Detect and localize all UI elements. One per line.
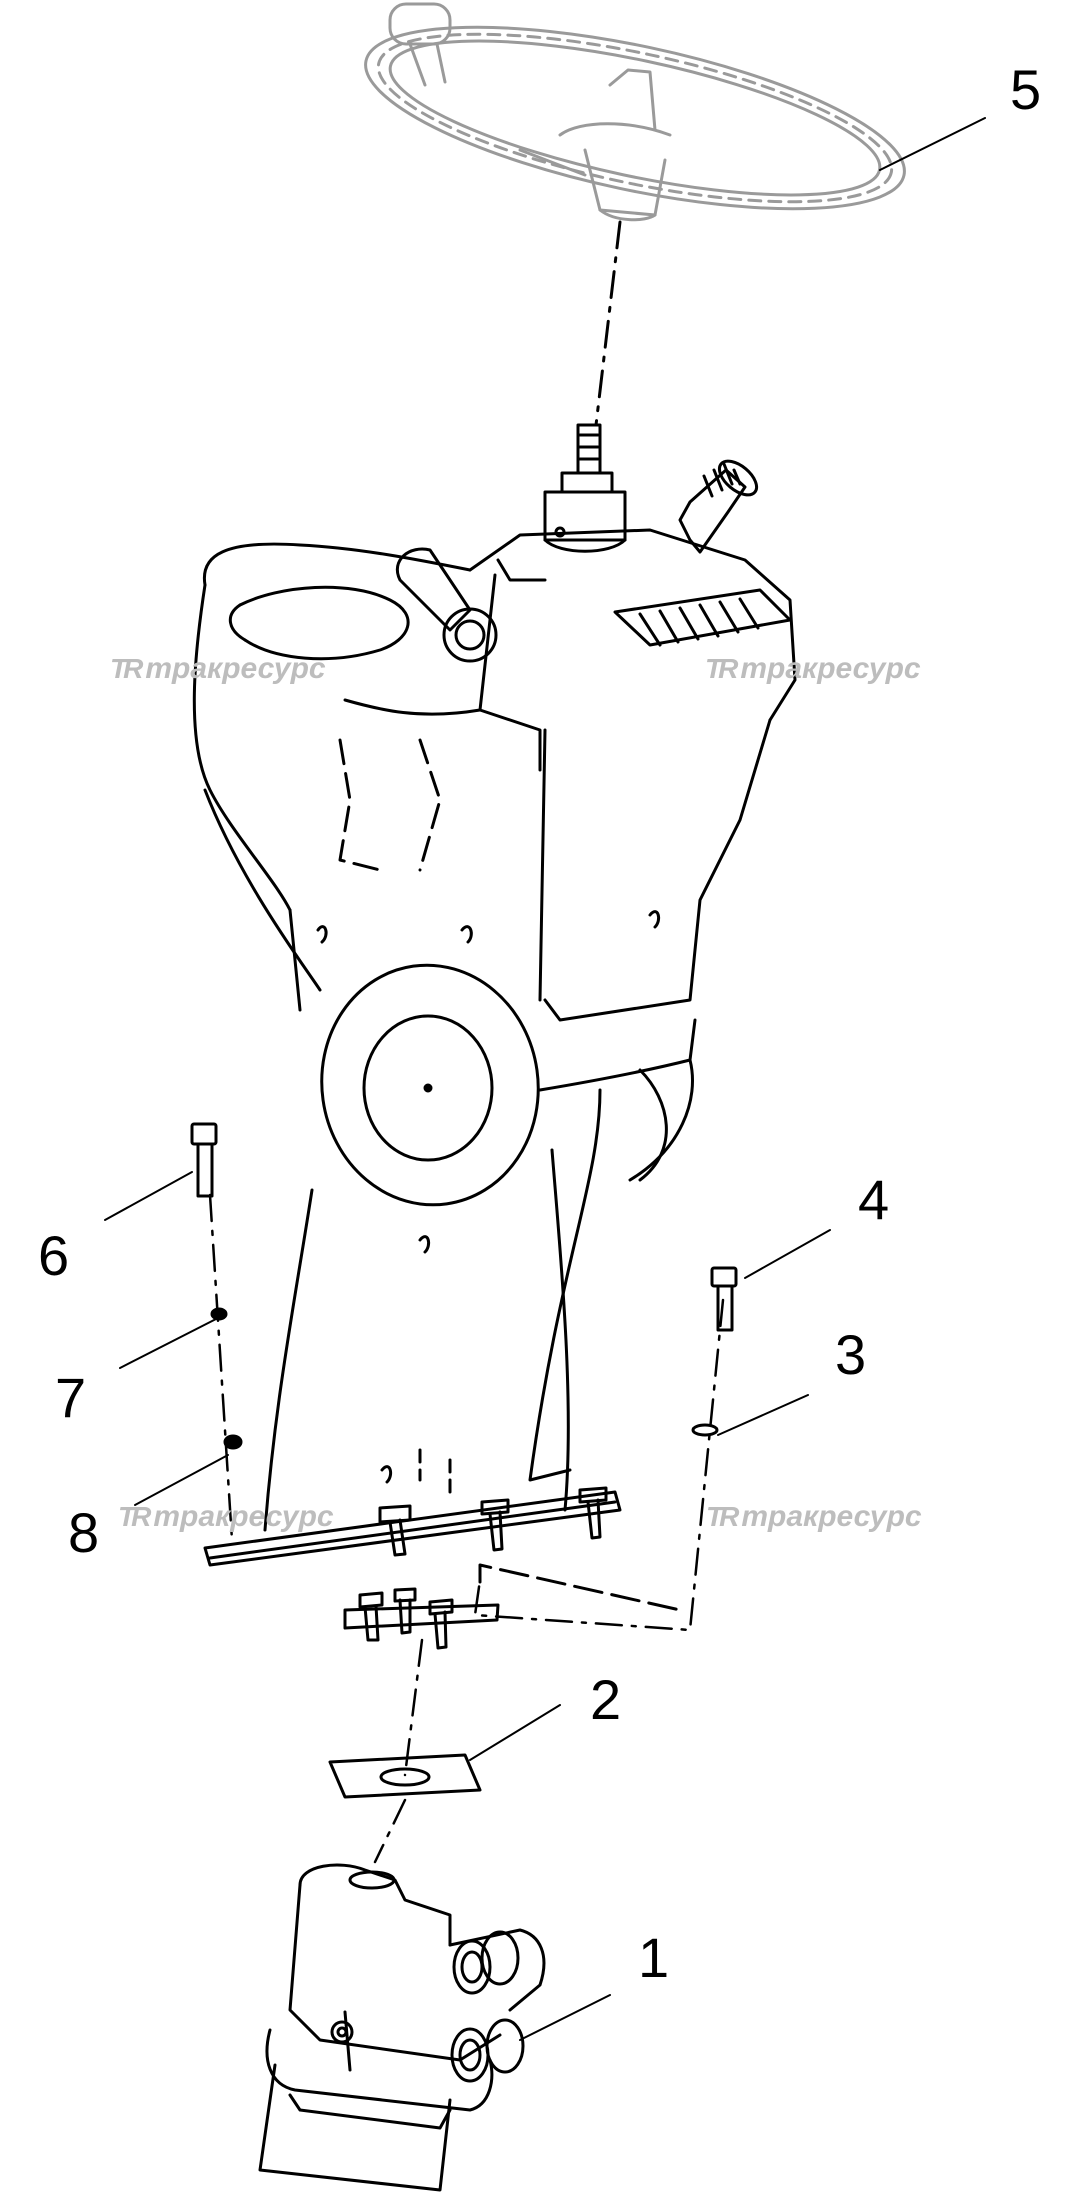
washer-8	[223, 1434, 243, 1450]
washer-3	[691, 1423, 719, 1437]
watermark-text: тракресурс	[740, 652, 921, 685]
column-shaft	[543, 220, 627, 553]
callout-5: 5	[1010, 58, 1042, 121]
leader-lines	[104, 117, 986, 2041]
watermark-logo: TR	[706, 1501, 739, 1532]
watermark-text: тракресурс	[741, 1500, 922, 1533]
steering-control-unit	[258, 1863, 546, 2192]
callout-2: 2	[590, 1668, 622, 1731]
washer-7	[210, 1307, 228, 1321]
callout-3: 3	[835, 1323, 867, 1386]
bolt-4	[710, 1266, 738, 1332]
watermark-text: тракресурс	[153, 1500, 334, 1533]
callout-8: 8	[68, 1501, 100, 1564]
right-lever-knob	[678, 459, 759, 554]
column-housing	[192, 528, 797, 1532]
callout-6: 6	[38, 1224, 70, 1287]
watermark-logo: TR	[705, 653, 738, 684]
callout-7: 7	[55, 1366, 87, 1429]
watermark-text: тракресурс	[145, 652, 326, 685]
watermark-logo: TR	[110, 653, 143, 684]
gasket	[328, 1753, 482, 1799]
callout-4: 4	[858, 1168, 890, 1231]
steering-wheel	[364, 2, 906, 222]
center-lines	[208, 1193, 725, 1864]
base-flange	[203, 1486, 622, 1567]
coupling-plate	[343, 1563, 682, 1650]
bolt-6	[190, 1122, 218, 1198]
callout-1: 1	[638, 1926, 670, 1989]
watermark-logo: TR	[118, 1501, 151, 1532]
